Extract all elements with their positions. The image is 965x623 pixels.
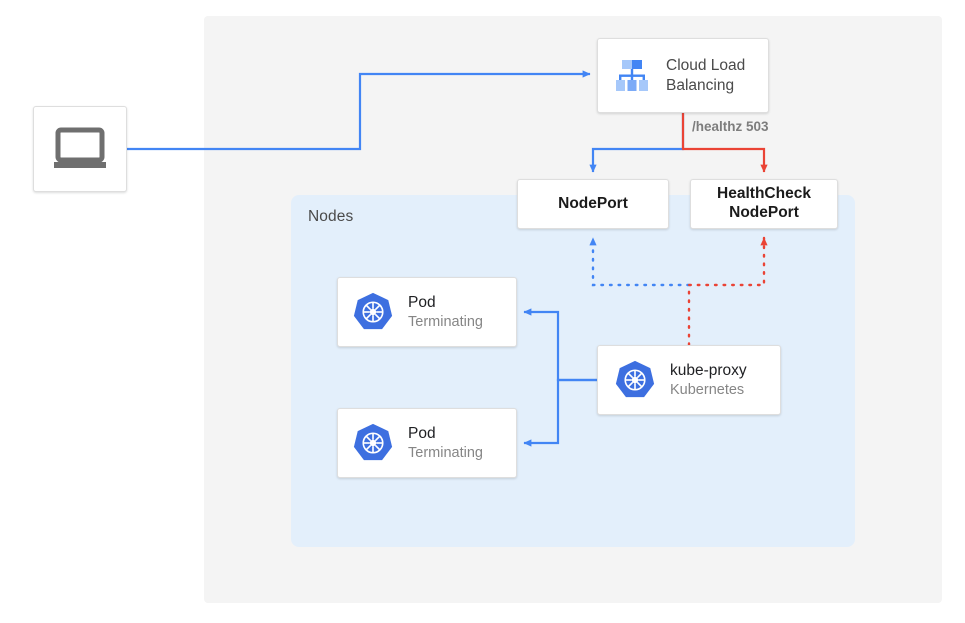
cloud-load-balancing-title-line2: Balancing <box>666 76 735 94</box>
cloud-load-balancing-text: Cloud Load Balancing <box>666 56 745 95</box>
edge-cloud-load-balancing-to-nodeport <box>589 113 685 173</box>
nodeport-label: NodePort <box>558 194 628 212</box>
laptop-icon <box>52 126 108 172</box>
kube-proxy-text: kube-proxy Kubernetes <box>670 361 747 399</box>
kube-proxy-node[interactable]: kube-proxy Kubernetes <box>597 345 781 415</box>
edge-kube-proxy-to-healthcheck-nodeport <box>687 236 768 347</box>
pod-2-subtitle: Terminating <box>408 444 483 461</box>
pod-1-subtitle: Terminating <box>408 313 483 330</box>
kubernetes-icon <box>352 422 408 464</box>
healthcheck-nodeport-node[interactable]: HealthCheck NodePort <box>690 179 838 229</box>
healthcheck-nodeport-label-line2: NodePort <box>729 204 799 221</box>
nodeport-node[interactable]: NodePort <box>517 179 669 229</box>
kube-proxy-subtitle: Kubernetes <box>670 381 745 398</box>
pod-2-title: Pod <box>408 425 436 443</box>
kube-proxy-title: kube-proxy <box>670 362 747 380</box>
healthcheck-nodeport-text: HealthCheck NodePort <box>717 185 811 223</box>
pod-1-title: Pod <box>408 294 436 312</box>
cloud-load-balancing-icon <box>610 54 666 98</box>
kubernetes-icon <box>614 359 670 401</box>
pod-1-text: Pod Terminating <box>408 293 483 331</box>
cloud-load-balancing-title: Cloud Load <box>666 56 746 74</box>
kubernetes-icon <box>352 291 408 333</box>
edge-kube-proxy-to-nodeport <box>589 236 691 287</box>
healthcheck-nodeport-label-line1: HealthCheck <box>717 185 811 203</box>
nodes-panel-label: Nodes <box>308 208 354 225</box>
pod-node-2[interactable]: Pod Terminating <box>337 408 517 478</box>
pod-2-text: Pod Terminating <box>408 424 483 462</box>
client-node[interactable] <box>33 106 127 192</box>
edge-client-to-cloud-load-balancing <box>127 70 591 151</box>
edge-cloud-load-balancing-to-healthcheck-nodeport <box>681 113 768 173</box>
cloud-load-balancing-node[interactable]: Cloud Load Balancing <box>597 38 769 113</box>
pod-node-1[interactable]: Pod Terminating <box>337 277 517 347</box>
healthz-edge-label: /healthz 503 <box>692 119 769 134</box>
edge-kube-proxy-to-pods <box>523 308 597 447</box>
